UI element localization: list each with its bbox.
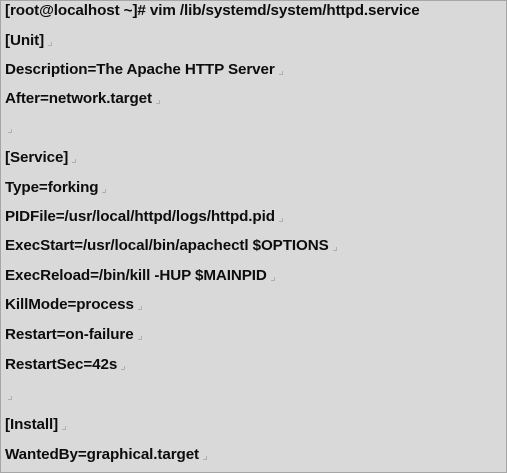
config-line-service-header: [Service] — [5, 145, 506, 171]
paragraph-mark-icon — [48, 41, 53, 46]
paragraph-mark-icon — [8, 128, 13, 133]
paragraph-mark-icon — [72, 158, 77, 163]
config-text: After=network.target — [5, 90, 152, 107]
paragraph-mark-icon — [62, 425, 67, 430]
config-text: [Install] — [5, 416, 59, 433]
config-line-description: Description=The Apache HTTP Server — [5, 57, 506, 83]
config-line-install-header: [Install] — [5, 412, 506, 438]
config-text: Restart=on-failure — [5, 326, 134, 343]
paragraph-mark-icon — [278, 217, 284, 222]
config-text: Type=forking — [5, 179, 99, 196]
config-line-killmode: KillMode=process — [5, 292, 506, 318]
config-line-after: After=network.target — [5, 86, 506, 112]
config-line-restartsec: RestartSec=42s — [5, 352, 506, 378]
paragraph-mark-icon — [203, 455, 208, 460]
config-text: KillMode=process — [5, 296, 134, 313]
config-text: PIDFile=/usr/local/httpd/logs/httpd.pid — [5, 208, 275, 225]
config-line-unit-header: [Unit] — [5, 28, 506, 54]
paragraph-mark-icon — [137, 305, 143, 310]
command-line: [root@localhost ~]# vim /lib/systemd/sys… — [5, 1, 506, 24]
config-text: Description=The Apache HTTP Server — [5, 61, 275, 78]
config-text: RestartSec=42s — [5, 356, 118, 373]
config-line-execreload: ExecReload=/bin/kill -HUP $MAINPID — [5, 263, 506, 289]
config-line-execstart: ExecStart=/usr/local/bin/apachectl $OPTI… — [5, 233, 506, 259]
config-line-restart: Restart=on-failure — [5, 322, 506, 348]
command-text: [root@localhost ~]# vim /lib/systemd/sys… — [5, 2, 420, 19]
config-text: [Service] — [5, 149, 69, 166]
config-line-wantedby: WantedBy=graphical.target — [5, 442, 506, 468]
config-text: WantedBy=graphical.target — [5, 446, 199, 463]
config-line-type: Type=forking — [5, 175, 506, 201]
config-line-blank — [5, 382, 506, 408]
paragraph-mark-icon — [121, 365, 126, 370]
config-text: ExecReload=/bin/kill -HUP $MAINPID — [5, 267, 267, 284]
paragraph-mark-icon — [102, 188, 107, 193]
config-line-pidfile: PIDFile=/usr/local/httpd/logs/httpd.pid — [5, 204, 506, 230]
paragraph-mark-icon — [137, 335, 143, 340]
config-text: ExecStart=/usr/local/bin/apachectl $OPTI… — [5, 237, 329, 254]
paragraph-mark-icon — [332, 246, 338, 251]
paragraph-mark-icon — [270, 276, 276, 281]
config-line-blank — [5, 115, 506, 141]
paragraph-mark-icon — [8, 395, 13, 400]
paragraph-mark-icon — [155, 99, 161, 104]
config-text: [Unit] — [5, 32, 45, 49]
paragraph-mark-icon — [278, 70, 284, 75]
